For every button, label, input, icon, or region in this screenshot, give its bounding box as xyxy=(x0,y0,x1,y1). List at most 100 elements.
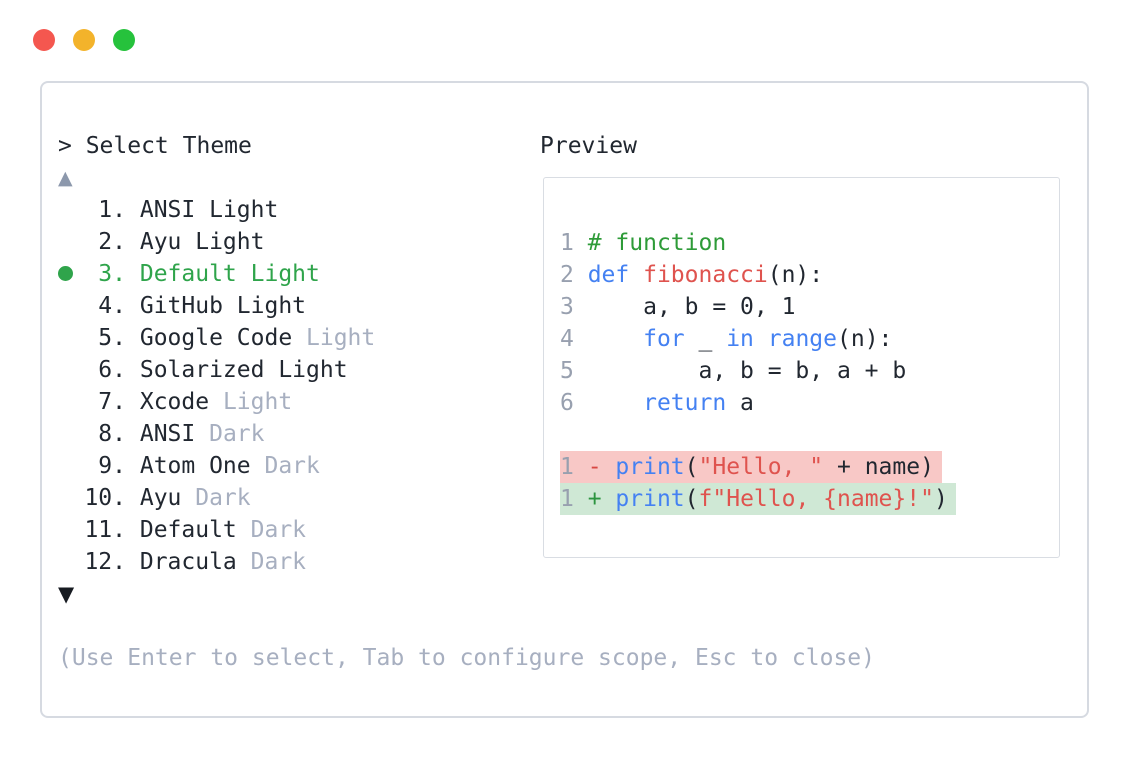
code-token xyxy=(754,326,768,352)
code-token: fibonacci xyxy=(643,262,768,288)
selected-indicator-dot xyxy=(58,266,73,281)
code-token: - xyxy=(587,454,602,480)
theme-variant: Dark xyxy=(250,453,320,479)
code-line-content: 6 return a xyxy=(560,387,754,419)
theme-variant: Light xyxy=(181,229,265,255)
code-line: 2 def fibonacci(n): xyxy=(560,259,1059,291)
theme-variant: Dark xyxy=(181,485,251,511)
preview-label: Preview xyxy=(540,133,637,159)
theme-list-item[interactable]: 1. ANSI Light xyxy=(58,194,1087,226)
code-line-content: 2 def fibonacci(n): xyxy=(560,259,823,291)
code-token xyxy=(629,262,643,288)
theme-number: 1. xyxy=(98,197,126,223)
theme-list-item[interactable]: 4. GitHub Light xyxy=(58,290,1087,322)
code-token: print xyxy=(615,454,685,480)
code-line-content: 1 + print(f"Hello, {name}!") xyxy=(560,483,956,515)
code-token: a, b = b, a + b xyxy=(587,358,907,384)
theme-variant: Light xyxy=(292,325,376,351)
theme-variant: Light xyxy=(209,389,293,415)
theme-list-item[interactable]: 10. Ayu Dark xyxy=(58,482,1087,514)
code-token: def xyxy=(587,262,630,288)
theme-list-item[interactable]: 8. ANSI Dark xyxy=(58,418,1087,450)
code-token: ( xyxy=(684,486,699,512)
code-line: 6 return a xyxy=(560,387,1059,419)
code-line-content: 5 a, b = b, a + b xyxy=(560,355,906,387)
prompt-text: > Select Theme xyxy=(58,133,252,159)
code-token: f"Hello, {name}!" xyxy=(698,486,934,512)
code-token xyxy=(588,390,643,416)
code-line: 5 a, b = b, a + b xyxy=(560,355,1059,387)
theme-list-item[interactable]: 12. Dracula Dark xyxy=(58,546,1087,578)
theme-name: Google Code xyxy=(126,325,293,351)
maximize-window-button[interactable] xyxy=(113,29,135,51)
code-line xyxy=(560,419,1059,451)
window-controls xyxy=(33,29,135,51)
theme-list-item[interactable]: 6. Solarized Light xyxy=(58,354,1087,386)
theme-name: Dracula xyxy=(126,549,237,575)
spacer xyxy=(58,610,1087,642)
code-token: return xyxy=(643,390,727,416)
line-number: 1 xyxy=(560,454,588,480)
theme-number: 4. xyxy=(98,293,126,319)
code-line-content: 4 for _ in range(n): xyxy=(560,323,892,355)
code-line: 1 # function xyxy=(560,227,1059,259)
theme-list-item[interactable]: 3. Default Light xyxy=(58,258,1087,290)
code-token: print xyxy=(615,486,685,512)
theme-name: ANSI xyxy=(126,197,196,223)
theme-name: Default xyxy=(126,261,237,287)
theme-number: 9. xyxy=(98,453,126,479)
code-token xyxy=(602,486,616,512)
scroll-down-icon[interactable]: ▼ xyxy=(58,582,75,606)
minimize-window-button[interactable] xyxy=(73,29,95,51)
line-number: 6 xyxy=(560,390,588,416)
theme-variant: Light xyxy=(222,293,307,319)
code-token: (n): xyxy=(767,262,824,288)
line-number: 4 xyxy=(560,326,588,352)
code-line-content: 1 # function xyxy=(560,227,726,259)
theme-name: Default xyxy=(126,517,237,543)
theme-variant: Light xyxy=(236,261,320,287)
close-window-button[interactable] xyxy=(33,29,55,51)
code-line: 4 for _ in range(n): xyxy=(560,323,1059,355)
theme-name: Solarized xyxy=(126,357,265,383)
line-number: 2 xyxy=(560,262,588,288)
code-token: range xyxy=(767,326,837,352)
code-token: ( xyxy=(684,454,699,480)
theme-variant: Dark xyxy=(236,549,307,575)
theme-number: 7. xyxy=(98,389,126,415)
theme-number: 10. xyxy=(84,485,126,511)
theme-name: Ayu xyxy=(126,229,182,255)
theme-list-item[interactable]: 11. Default Dark xyxy=(58,514,1087,546)
theme-number: 6. xyxy=(98,357,126,383)
code-token: for xyxy=(643,326,685,352)
code-token: a, b = 0, 1 xyxy=(587,294,796,320)
code-token xyxy=(602,454,616,480)
theme-number: 3. xyxy=(98,261,126,287)
scroll-up-icon[interactable]: ▲ xyxy=(58,167,73,189)
theme-name: Xcode xyxy=(126,389,210,415)
code-line: 1 - print("Hello, " + name) xyxy=(560,451,1059,483)
theme-list-item[interactable]: 9. Atom One Dark xyxy=(58,450,1087,482)
line-number: 5 xyxy=(560,358,588,384)
code-token: a xyxy=(726,390,754,416)
theme-list-item[interactable]: 2. Ayu Light xyxy=(58,226,1087,258)
theme-list-item[interactable]: 7. Xcode Light xyxy=(58,386,1087,418)
theme-variant: Dark xyxy=(195,421,265,447)
code-token: _ xyxy=(684,326,727,352)
code-token: (n): xyxy=(837,326,893,352)
theme-variant: Dark xyxy=(236,517,307,543)
theme-list-item[interactable]: 5. Google Code Light xyxy=(58,322,1087,354)
theme-number: 8. xyxy=(98,421,126,447)
theme-number: 11. xyxy=(84,517,126,543)
line-number: 1 xyxy=(560,486,588,512)
hint-text: (Use Enter to select, Tab to configure s… xyxy=(58,645,875,671)
code-token: in xyxy=(726,326,754,352)
theme-name: Atom One xyxy=(126,453,251,479)
line-number: 1 xyxy=(560,230,588,256)
code-token: ) xyxy=(933,486,948,512)
